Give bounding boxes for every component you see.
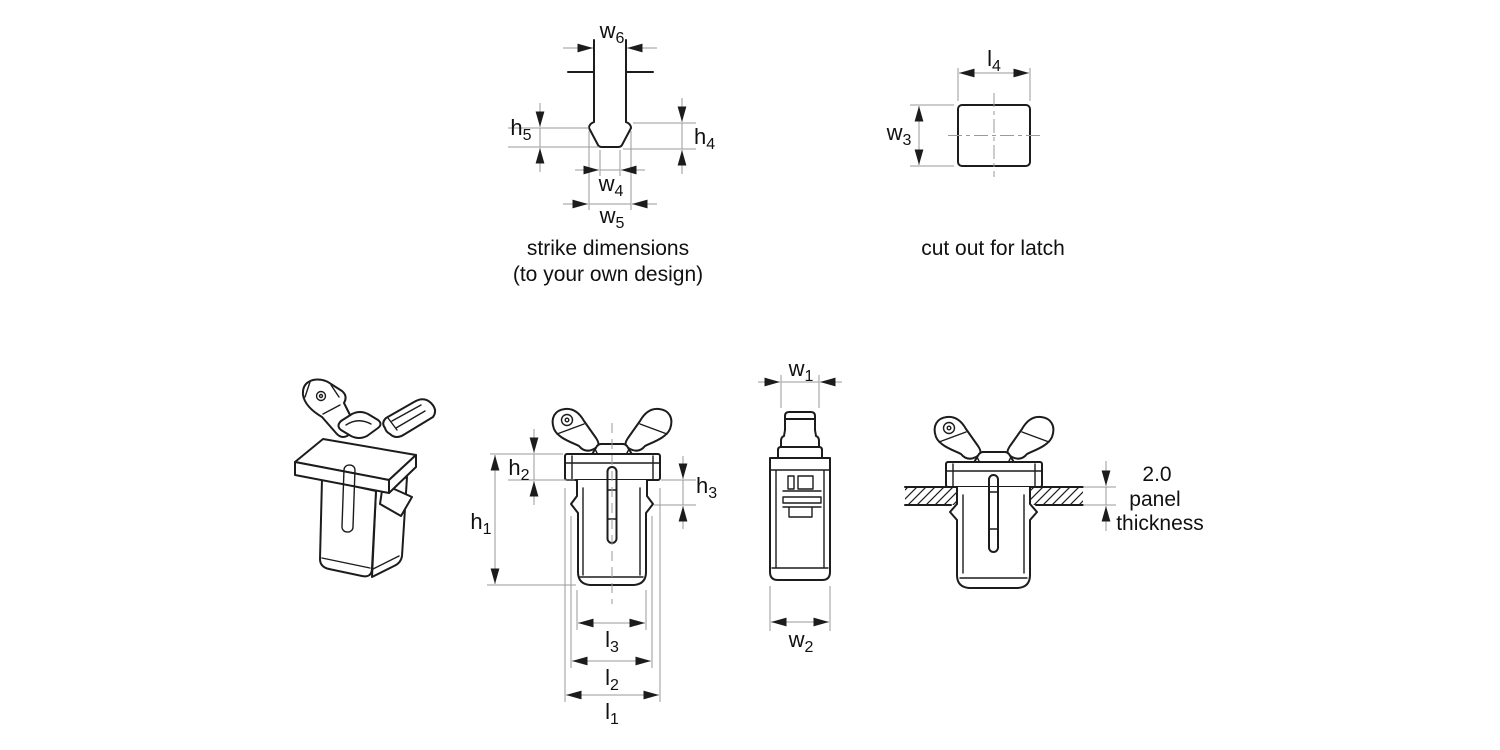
front-extension-lines xyxy=(487,453,696,702)
panel-slot xyxy=(988,474,999,553)
strike-profile-outline xyxy=(588,121,632,148)
strike-dimensions-view: w6 h5 h4 w4 w5 strike dimensions (to you… xyxy=(508,18,715,286)
dim-label-w2: w2 xyxy=(788,627,814,656)
dim-label-w4: w4 xyxy=(598,171,624,200)
iso-cam-hub-detail xyxy=(345,420,372,426)
iso-front-slot xyxy=(341,464,356,533)
cutout-caption: cut out for latch xyxy=(921,237,1065,260)
strike-slot-walls xyxy=(567,39,654,123)
side-view: w1 w2 xyxy=(758,356,842,656)
dim-label-l3: l3 xyxy=(605,627,619,656)
side-knob-flare xyxy=(780,429,820,448)
dim-label-h1: h1 xyxy=(470,509,491,538)
dim-label-w5: w5 xyxy=(599,203,625,232)
dim-label-l2: l2 xyxy=(605,665,619,694)
panel-hatch-right xyxy=(1030,487,1083,505)
cutout-view: l4 w3 cut out for latch xyxy=(886,46,1065,260)
cutout-extension-lines xyxy=(910,68,1031,167)
left-wing-pivot xyxy=(560,413,574,427)
left-wing-fold xyxy=(556,423,585,435)
panel-body-inner-walls xyxy=(959,494,1028,579)
dim-label-w1: w1 xyxy=(788,356,814,385)
dim-label-l4: l4 xyxy=(987,46,1001,75)
panel-hatch-left xyxy=(905,487,957,505)
panel-caption-line3: thickness xyxy=(1116,512,1204,535)
side-knob-cap xyxy=(784,411,816,431)
side-body-outline xyxy=(769,457,831,581)
panel-slot-ticks xyxy=(988,491,999,530)
panel-extension-lines xyxy=(1083,486,1116,506)
left-wing-pivot-center xyxy=(564,417,570,423)
dim-label-h3: h3 xyxy=(696,473,717,502)
strike-caption-line2: (to your own design) xyxy=(513,263,703,286)
iso-right-wing xyxy=(382,398,437,438)
panel-body-outline xyxy=(949,486,1038,589)
side-mechanism-detail xyxy=(782,475,822,518)
dim-label-h2: h2 xyxy=(508,455,529,484)
dim-label-h5: h5 xyxy=(510,115,531,144)
left-wing xyxy=(551,407,600,452)
isometric-view xyxy=(294,378,437,578)
iso-flange-right-face xyxy=(388,454,417,494)
iso-right-wing-folds xyxy=(387,404,426,431)
iso-left-wing-pivot-center xyxy=(318,393,324,399)
front-view: h2 h1 h3 l3 l2 l1 xyxy=(470,407,717,728)
dim-label-h4: h4 xyxy=(694,124,715,153)
right-wing-fold xyxy=(639,423,668,435)
panel-mount-view: 2.0 panel thickness xyxy=(904,415,1204,589)
dim-label-w6: w6 xyxy=(599,18,625,47)
iso-cam-hub xyxy=(337,411,382,439)
panel-flange-details xyxy=(946,463,1042,487)
panel-section-lines xyxy=(904,486,1084,506)
dim-label-l1: l1 xyxy=(605,699,619,728)
strike-extension-lines xyxy=(508,122,696,210)
iso-left-wing-pivot xyxy=(315,390,327,402)
side-body-details xyxy=(769,469,831,569)
panel-caption-line2: panel xyxy=(1129,488,1180,511)
side-knob-base xyxy=(777,446,823,459)
panel-thickness-value: 2.0 xyxy=(1142,463,1171,486)
iso-body-front-face xyxy=(319,478,377,578)
cutout-centerlines xyxy=(948,93,1040,177)
right-wing xyxy=(624,407,673,452)
iso-body-bottom-chamfer xyxy=(321,555,400,570)
side-extension-lines xyxy=(769,375,831,631)
panel-latch-wings xyxy=(933,415,1055,465)
dim-label-w3: w3 xyxy=(886,120,912,149)
strike-caption-line1: strike dimensions xyxy=(527,237,689,260)
iso-left-wing-folds xyxy=(304,381,341,415)
